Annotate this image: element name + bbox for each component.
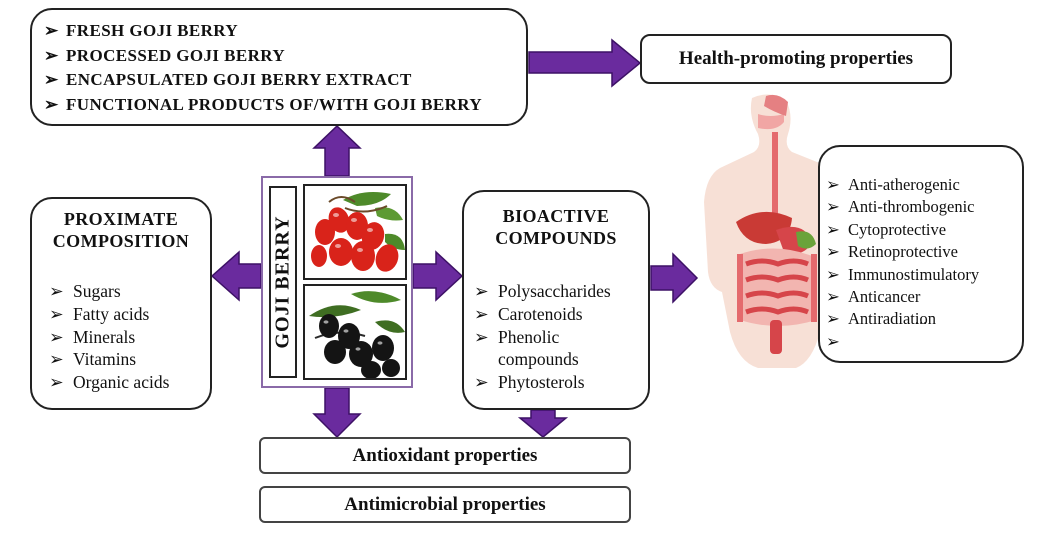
bullet-arrow-icon: ➢ bbox=[49, 303, 64, 324]
bullet-arrow-icon: ➢ bbox=[44, 45, 59, 65]
health-effects-box: ➢Anti-atherogenic ➢Anti-thrombogenic ➢Cy… bbox=[818, 145, 1024, 363]
antioxidant-properties-box: Antioxidant properties bbox=[259, 437, 631, 474]
goji-form-item: ➢FRESH GOJI BERRY bbox=[44, 19, 526, 44]
list-item: ➢Antiradiation bbox=[820, 308, 1022, 330]
bullet-arrow-icon: ➢ bbox=[474, 372, 489, 393]
list-item: ➢Phenolic bbox=[474, 326, 560, 347]
goji-forms-list: ➢FRESH GOJI BERRY ➢PROCESSED GOJI BERRY … bbox=[44, 19, 526, 117]
bullet-arrow-icon: ➢ bbox=[49, 281, 64, 301]
goji-form-item: ➢PROCESSED GOJI BERRY bbox=[44, 44, 526, 69]
list-item: ➢Vitamins bbox=[49, 349, 137, 370]
bullet-arrow-icon: ➢ bbox=[44, 21, 59, 40]
list-item: ➢Polysaccharides bbox=[474, 281, 611, 301]
goji-form-item: ➢ENCAPSULATED GOJI BERRY EXTRACT bbox=[44, 68, 526, 93]
arrow-right-to-bioactive bbox=[412, 250, 464, 302]
black-goji-berries-icon bbox=[303, 284, 407, 380]
health-promoting-box: Health-promoting properties bbox=[640, 34, 952, 84]
list-item: ➢Minerals bbox=[49, 326, 136, 347]
goji-forms-box: ➢FRESH GOJI BERRY ➢PROCESSED GOJI BERRY … bbox=[30, 8, 528, 126]
goji-berry-label-box: GOJI BERRY bbox=[269, 186, 297, 378]
list-item: ➢Fatty acids bbox=[49, 303, 150, 324]
list-item: ➢Phytosterols bbox=[474, 372, 585, 393]
bullet-arrow-icon: ➢ bbox=[474, 281, 489, 301]
list-item: ➢Cytoprotective bbox=[820, 219, 1022, 241]
proximate-title: PROXIMATE COMPOSITION bbox=[52, 209, 190, 251]
proximate-composition-box: PROXIMATE COMPOSITION ➢Sugars ➢Fatty aci… bbox=[30, 197, 212, 410]
arrow-up-to-forms bbox=[312, 124, 362, 177]
health-effects-list: ➢Anti-atherogenic ➢Anti-thrombogenic ➢Cy… bbox=[820, 174, 1022, 351]
bullet-arrow-icon: ➢ bbox=[826, 287, 840, 307]
antioxidant-label: Antioxidant properties bbox=[352, 444, 538, 466]
bullet-arrow-icon: ➢ bbox=[474, 303, 489, 324]
bioactive-compounds-box: BIOACTIVE COMPOUNDS ➢Polysaccharides ➢Ca… bbox=[462, 190, 650, 410]
arrow-bio-to-antioxidant bbox=[517, 409, 569, 438]
list-item: ➢Immunostimulatory bbox=[820, 264, 1022, 286]
goji-berry-label: GOJI BERRY bbox=[271, 215, 294, 349]
bullet-arrow-icon: ➢ bbox=[49, 349, 64, 370]
list-item: ➢Anticancer bbox=[820, 286, 1022, 308]
antimicrobial-properties-box: Antimicrobial properties bbox=[259, 486, 631, 523]
list-item: ➢Sugars bbox=[49, 281, 121, 301]
arrow-bio-to-body bbox=[650, 252, 699, 304]
bullet-arrow-icon: ➢ bbox=[44, 94, 59, 114]
bioactive-list: ➢Polysaccharides ➢Carotenoids ➢Phenolic … bbox=[474, 280, 648, 394]
bullet-arrow-icon: ➢ bbox=[826, 309, 840, 329]
bullet-arrow-icon: ➢ bbox=[826, 264, 840, 284]
proximate-list: ➢Sugars ➢Fatty acids ➢Minerals ➢Vitamins… bbox=[49, 280, 210, 394]
list-item: ➢Carotenoids bbox=[474, 303, 583, 324]
bioactive-title: BIOACTIVE COMPOUNDS bbox=[495, 206, 617, 248]
bullet-arrow-icon: ➢ bbox=[826, 242, 840, 262]
antimicrobial-label: Antimicrobial properties bbox=[344, 493, 546, 515]
list-ellipsis: ... bbox=[914, 308, 928, 328]
bullet-arrow-icon: ➢ bbox=[49, 326, 64, 347]
bullet-arrow-icon: ➢ bbox=[44, 70, 59, 89]
arrow-down-to-antioxidant bbox=[312, 387, 362, 439]
red-goji-berries-icon bbox=[303, 184, 407, 280]
list-item-continuation: compounds bbox=[498, 349, 579, 370]
bullet-arrow-icon: ➢ bbox=[49, 372, 64, 393]
list-item: ➢Organic acids bbox=[49, 372, 170, 393]
list-item: ➢Anti-atherogenic bbox=[820, 174, 1022, 196]
human-digestive-system-icon bbox=[704, 94, 845, 368]
list-item: ➢Anti-thrombogenic bbox=[820, 196, 1022, 218]
list-item: ➢Retinoprotective bbox=[820, 241, 1022, 263]
arrow-top-to-health bbox=[528, 38, 642, 88]
bullet-arrow-icon: ➢ bbox=[826, 197, 840, 217]
bullet-arrow-icon: ➢ bbox=[826, 219, 840, 239]
bullet-arrow-icon: ➢ bbox=[474, 326, 489, 347]
arrow-left-to-proximate bbox=[210, 250, 262, 302]
goji-berry-center: GOJI BERRY bbox=[261, 176, 413, 388]
bullet-arrow-icon: ➢ bbox=[826, 331, 840, 351]
goji-form-item: ➢FUNCTIONAL PRODUCTS OF/WITH GOJI BERRY bbox=[44, 93, 526, 118]
bullet-arrow-icon: ➢ bbox=[826, 175, 840, 194]
health-promoting-label: Health-promoting properties bbox=[678, 48, 914, 69]
